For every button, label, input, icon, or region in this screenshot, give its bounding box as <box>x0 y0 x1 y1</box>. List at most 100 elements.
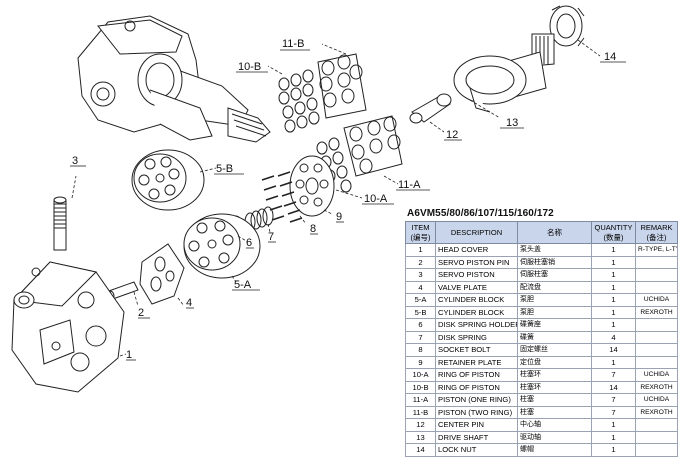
cell-item: 6 <box>405 318 436 332</box>
cell-remark: REXROTH <box>635 405 678 419</box>
cell-remark: UCHIDA <box>635 293 678 307</box>
pistons-two-ring <box>317 53 367 119</box>
header-quantity: QUANTITY (数量) <box>591 221 636 244</box>
callout-12: 12 <box>446 129 458 141</box>
cell-name-cn: 泵胆 <box>517 293 592 307</box>
cell-description: RING OF PISTON <box>435 380 518 394</box>
cell-item: 10-B <box>405 380 436 394</box>
table-header-row: ITEM (编号) DESCRIPTION 名称 QUANTITY (数量) R… <box>405 221 678 244</box>
cell-remark <box>635 268 678 282</box>
cell-remark: UCHIDA <box>635 368 678 382</box>
header-item: ITEM (编号) <box>405 221 436 244</box>
cell-remark: REXROTH <box>635 380 678 394</box>
cell-name-cn: 柱塞 <box>517 393 592 407</box>
header-name-cn: 名称 <box>517 221 592 244</box>
cell-quantity: 1 <box>591 280 636 294</box>
cell-remark <box>635 430 678 444</box>
cell-item: 9 <box>405 355 436 369</box>
cell-item: 5-B <box>405 305 436 319</box>
callout-7: 7 <box>268 231 274 243</box>
cell-quantity: 1 <box>591 430 636 444</box>
cell-quantity: 1 <box>591 305 636 319</box>
cylinder-block-b <box>131 149 205 211</box>
cell-remark: UCHIDA <box>635 393 678 407</box>
header-quantity-en: QUANTITY <box>594 222 633 232</box>
cell-quantity: 7 <box>591 368 636 382</box>
callout-5-b: 5-B <box>216 163 233 175</box>
cell-description: SOCKET BOLT <box>435 343 518 357</box>
header-remark: REMARK (备注) <box>635 221 678 244</box>
cell-quantity: 1 <box>591 243 636 257</box>
callout-3: 3 <box>72 155 78 167</box>
leader-lines <box>71 39 601 357</box>
pump-housing <box>77 15 271 143</box>
header-item-cn: (编号) <box>410 232 431 242</box>
piston-rings-two <box>278 69 320 133</box>
cell-quantity: 14 <box>591 380 636 394</box>
cell-description: PISTON (TWO RING) <box>435 405 518 419</box>
callout-8: 8 <box>310 223 316 235</box>
callout-11-b: 11-B <box>282 38 304 50</box>
cell-name-cn: 固定螺丝 <box>517 343 592 357</box>
cell-quantity: 4 <box>591 330 636 344</box>
cell-item: 1 <box>405 243 436 257</box>
cell-item: 7 <box>405 330 436 344</box>
cell-description: CYLINDER BLOCK <box>435 305 518 319</box>
cell-name-cn: 驱动轴 <box>517 430 592 444</box>
parts-table-section: A6VM55/80/86/107/115/160/172 ITEM (编号) D… <box>405 208 678 457</box>
cell-description: DRIVE SHAFT <box>435 430 518 444</box>
cell-quantity: 1 <box>591 268 636 282</box>
cell-name-cn: 柱塞环 <box>517 368 592 382</box>
cell-description: CENTER PIN <box>435 418 518 432</box>
callout-6: 6 <box>246 237 252 249</box>
cell-name-cn: 螺帽 <box>517 443 592 457</box>
cell-item: 10-A <box>405 368 436 382</box>
pistons-one-ring <box>343 115 403 177</box>
cell-item: 12 <box>405 418 436 432</box>
valve-plate <box>139 243 185 305</box>
cell-item: 5-A <box>405 293 436 307</box>
cell-item: 3 <box>405 268 436 282</box>
cell-description: LOCK NUT <box>435 443 518 457</box>
cell-quantity: 1 <box>591 255 636 269</box>
cell-name-cn: 柱塞环 <box>517 380 592 394</box>
cell-remark <box>635 330 678 344</box>
cell-item: 11-B <box>405 405 436 419</box>
callout-1: 1 <box>126 349 132 361</box>
callout-5-a: 5-A <box>234 279 252 291</box>
servo-piston <box>53 196 67 251</box>
callout-13: 13 <box>506 117 518 129</box>
cell-remark <box>635 280 678 294</box>
cell-name-cn: 定位盘 <box>517 355 592 369</box>
header-item-en: ITEM <box>411 222 430 232</box>
cell-remark: REXROTH <box>635 305 678 319</box>
socket-bolts <box>261 171 303 223</box>
cell-remark <box>635 318 678 332</box>
center-pin <box>409 93 452 124</box>
cell-name-cn: 碟簧座 <box>517 318 592 332</box>
cell-item: 2 <box>405 255 436 269</box>
lock-nut <box>549 5 585 47</box>
cell-description: DISK SPRING <box>435 330 518 344</box>
cell-quantity: 7 <box>591 405 636 419</box>
cell-remark <box>635 355 678 369</box>
header-remark-en: REMARK <box>640 222 673 232</box>
cell-item: 13 <box>405 430 436 444</box>
cell-remark <box>635 255 678 269</box>
cell-description: RING OF PISTON <box>435 368 518 382</box>
header-remark-cn: (备注) <box>646 232 667 242</box>
